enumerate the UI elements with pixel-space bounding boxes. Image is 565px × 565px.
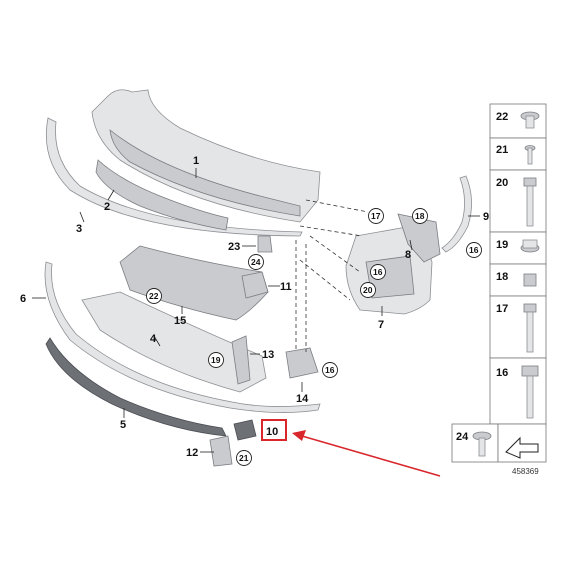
leader-lines <box>32 168 480 453</box>
circled-callout-16a: 16 <box>466 242 482 258</box>
callout-10: 10 <box>266 426 278 438</box>
screw-washer-icon <box>472 431 492 457</box>
svg-text:19: 19 <box>211 355 221 365</box>
part-1-shading <box>109 129 301 217</box>
bolt-long-icon <box>523 177 537 227</box>
part-4-lower-beam <box>81 291 267 393</box>
part-15-lower-deflector <box>119 245 269 321</box>
circled-callout-20: 20 <box>360 282 376 298</box>
panel-label-21: 21 <box>496 144 508 156</box>
part-10-clip <box>233 419 257 441</box>
part-9-cable <box>441 175 472 253</box>
circled-callout-19: 19 <box>208 352 224 368</box>
svg-text:22: 22 <box>149 291 159 301</box>
callout-7: 7 <box>378 319 384 331</box>
panel-cell-18 <box>489 263 547 297</box>
circled-callout-16c: 16 <box>322 362 338 378</box>
panel-label-16: 16 <box>496 367 508 379</box>
part-6-lower-trim <box>44 261 321 413</box>
bolt-collar-icon <box>521 365 539 419</box>
part-2-energy-absorber <box>95 159 229 231</box>
push-clip-icon <box>520 111 540 129</box>
flange-nut-icon <box>520 239 540 253</box>
circled-callout-22: 22 <box>146 288 162 304</box>
panel-cell-24 <box>451 423 499 463</box>
panel-cell-20 <box>489 169 547 233</box>
svg-text:16: 16 <box>373 267 383 277</box>
svg-text:20: 20 <box>363 285 373 295</box>
svg-text:17: 17 <box>371 211 381 221</box>
panel-cell-arrow <box>497 423 547 463</box>
alignment-lines <box>295 199 369 352</box>
circled-callout-24: 24 <box>248 254 264 270</box>
part-14-mount <box>285 347 319 379</box>
panel-label-19: 19 <box>496 239 508 251</box>
circled-callout-18: 18 <box>412 208 428 224</box>
svg-text:24: 24 <box>251 257 261 267</box>
part-23-clip <box>257 235 273 253</box>
callout-2: 2 <box>104 201 110 213</box>
callout-6: 6 <box>20 293 26 305</box>
fastener-panel: 22 21 20 19 18 17 16 24 <box>451 103 547 463</box>
callout-5: 5 <box>120 419 126 431</box>
callout-10-highlight-box <box>261 419 287 441</box>
part-11-bracket <box>241 271 269 299</box>
callout-1: 1 <box>193 155 199 167</box>
nut-icon <box>523 273 537 287</box>
panel-cell-17 <box>489 295 547 359</box>
part-3-trim-strip <box>45 117 303 237</box>
circled-callout-21: 21 <box>236 450 252 466</box>
callout-14: 14 <box>296 393 309 405</box>
callout-11: 11 <box>280 281 292 293</box>
part-1-bumper-carrier <box>91 89 321 223</box>
direction-arrow-icon <box>505 436 539 459</box>
callout-13: 13 <box>262 349 274 361</box>
panel-label-18: 18 <box>496 271 508 283</box>
svg-text:16: 16 <box>469 245 479 255</box>
callout-4: 4 <box>150 333 157 345</box>
part-13-bracket <box>231 335 251 385</box>
callout-12: 12 <box>186 447 198 459</box>
svg-text:21: 21 <box>239 453 249 463</box>
panel-label-17: 17 <box>496 303 508 315</box>
svg-text:18: 18 <box>415 211 425 221</box>
clip-pin-icon <box>524 145 536 165</box>
part-5-grille-insert <box>45 337 227 437</box>
svg-text:16: 16 <box>325 365 335 375</box>
callout-23: 23 <box>228 241 240 253</box>
bolt-medium-icon <box>523 303 537 353</box>
red-arrow-icon <box>292 430 441 477</box>
panel-cell-22 <box>489 103 547 139</box>
callout-9: 9 <box>483 211 489 223</box>
circled-callout-17: 17 <box>368 208 384 224</box>
part-8-bracket <box>397 213 441 263</box>
callout-3: 3 <box>76 223 82 235</box>
reference-number: 458369 <box>512 467 539 476</box>
callout-8: 8 <box>405 249 411 261</box>
circled-callout-16b: 16 <box>370 264 386 280</box>
panel-label-24: 24 <box>456 431 469 443</box>
part-12-bracket <box>209 435 233 467</box>
callout-15: 15 <box>174 315 186 327</box>
panel-label-20: 20 <box>496 177 508 189</box>
panel-label-22: 22 <box>496 111 508 123</box>
